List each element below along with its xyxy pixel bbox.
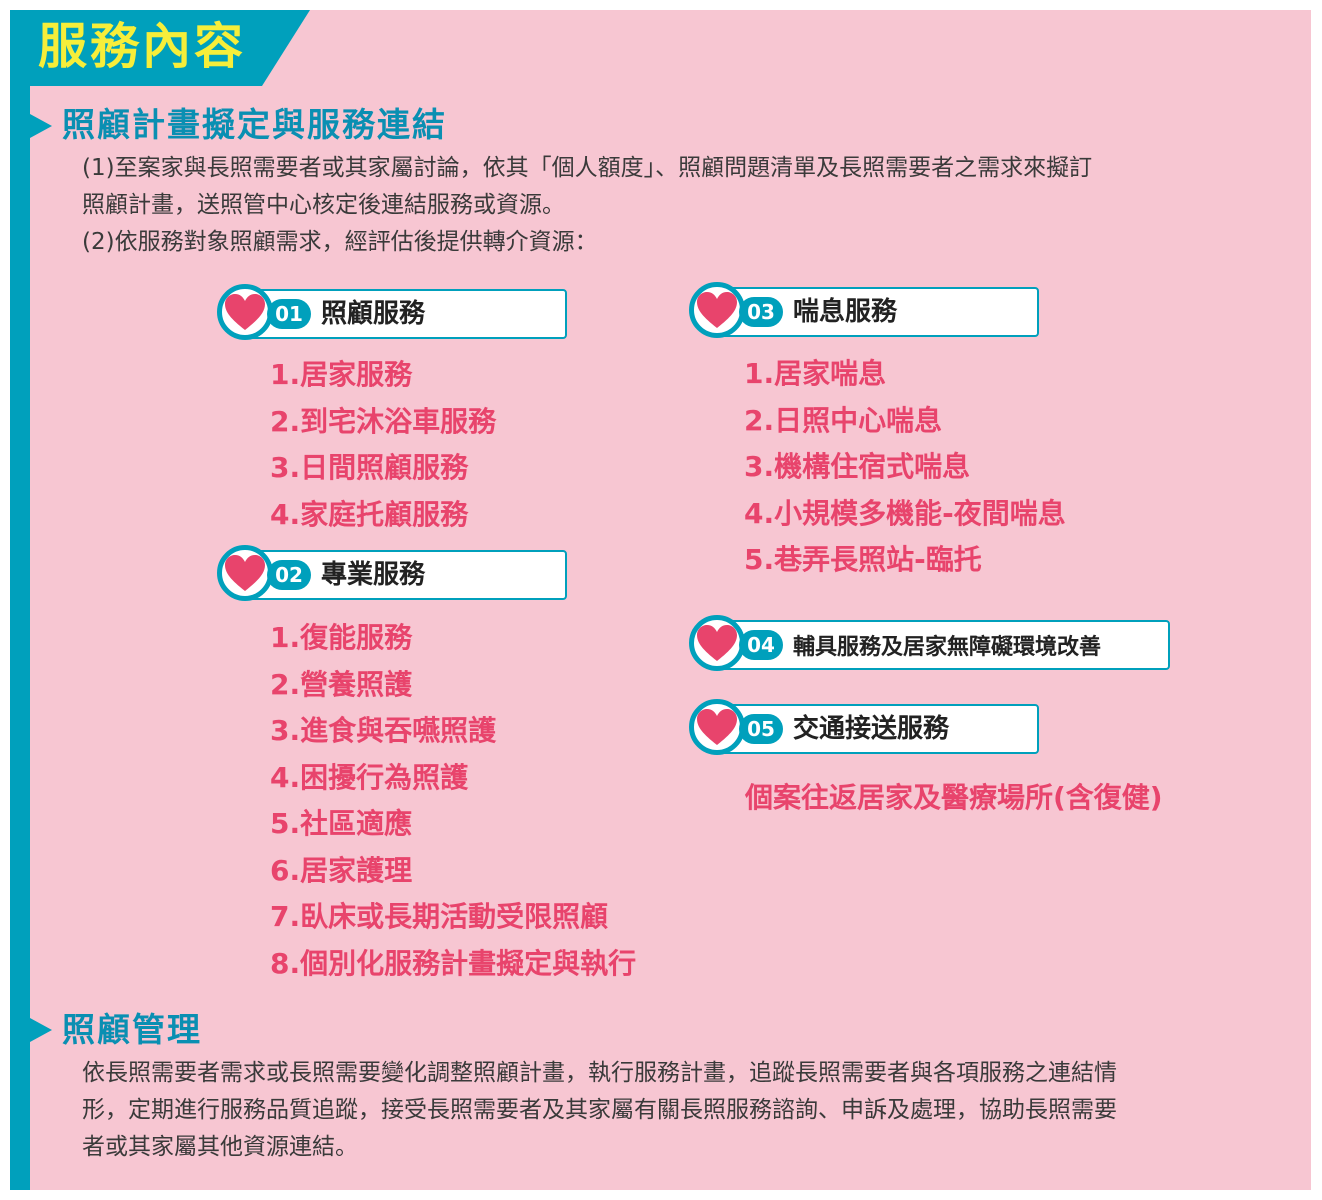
heart-icon [697,625,737,661]
service-badge-05: 05 交通接送服務 [689,699,1039,755]
section-arrow-icon [30,1018,52,1042]
badge-number: 02 [267,560,311,590]
list-item: 1.復能服務 [270,621,413,654]
service-note-05: 個案往返居家及醫療場所(含復健) [745,781,1163,814]
list-item: 6.居家護理 [270,853,413,887]
section-heading-plan: 照顧計畫擬定與服務連結 [62,105,447,144]
management-line: 者或其家屬其他資源連結。 [82,1134,358,1160]
list-item: 2.營養照護 [270,667,413,701]
service-list-02: 1.復能服務 2.營養照護 3.進食與吞嚥照護 4.困擾行為照護 5.社區適應 … [270,615,636,987]
list-item: 3.日間照顧服務 [270,451,469,484]
badge-box [717,620,1170,670]
heart-icon [225,294,265,330]
service-list-03: 1.居家喘息 2.日照中心喘息 3.機構住宿式喘息 4.小規模多機能-夜間喘息 … [744,351,1066,584]
list-item: 4.困擾行為照護 [270,760,469,794]
list-item: 2.日照中心喘息 [744,403,943,437]
list-item: 2.到宅沐浴車服務 [270,404,497,438]
section-heading-management: 照顧管理 [62,1010,202,1049]
service-badge-04: 04 輔具服務及居家無障礙環境改善 [689,615,1170,671]
plan-line: (2)依服務對象照顧需求，經評估後提供轉介資源： [82,229,598,255]
list-item: 8.個別化服務計畫擬定與執行 [270,946,637,980]
list-item: 5.巷弄長照站-臨托 [744,543,982,576]
list-item: 7.臥床或長期活動受限照顧 [270,900,609,933]
service-badge-02: 02 專業服務 [217,545,567,601]
badge-label: 專業服務 [321,560,426,590]
section-arrow-icon [30,114,52,138]
badge-label: 輔具服務及居家無障礙環境改善 [793,635,1102,660]
badge-label: 照顧服務 [321,299,426,329]
badge-number: 03 [739,297,783,327]
badge-number: 05 [739,714,783,744]
title-tab [10,10,310,86]
plan-paragraph: (1)至案家與長照需要者或其家屬討論，依其「個人額度」、照顧問題清單及長照需要者… [82,150,1272,261]
list-item: 4.小規模多機能-夜間喘息 [744,496,1066,530]
heart-icon [697,292,737,328]
content-panel [10,10,1311,1190]
service-badge-03: 03 喘息服務 [689,282,1039,338]
management-paragraph: 依長照需要者需求或長照需要變化調整照顧計畫，執行服務計畫，追蹤長照需要者與各項服… [82,1055,1272,1166]
service-badge-01: 01 照顧服務 [217,284,567,340]
badge-label: 交通接送服務 [793,714,950,744]
service-list-01: 1.居家服務 2.到宅沐浴車服務 3.日間照顧服務 4.家庭托顧服務 [270,352,496,538]
list-item: 5.社區適應 [270,807,413,840]
badge-number: 04 [739,630,783,660]
badge-number: 01 [267,299,311,329]
list-item: 4.家庭托顧服務 [270,497,469,531]
plan-line: 照顧計畫，送照管中心核定後連結服務或資源。 [82,192,565,218]
badge-label: 喘息服務 [793,297,898,327]
heart-icon [697,709,737,745]
list-item: 3.機構住宿式喘息 [744,450,971,483]
list-item: 3.進食與吞嚥照護 [270,714,497,747]
plan-line: (1)至案家與長照需要者或其家屬討論，依其「個人額度」、照顧問題清單及長照需要者… [82,155,1093,181]
page-title: 服務內容 [38,18,247,75]
list-item: 1.居家服務 [270,358,413,391]
management-line: 形，定期進行服務品質追蹤，接受長照需要者及其家屬有關長照服務諮詢、申訴及處理，協… [82,1097,1117,1123]
left-accent-bar [10,10,30,1190]
heart-icon [225,555,265,591]
management-line: 依長照需要者需求或長照需要變化調整照顧計畫，執行服務計畫，追蹤長照需要者與各項服… [82,1060,1117,1086]
list-item: 1.居家喘息 [744,357,887,390]
